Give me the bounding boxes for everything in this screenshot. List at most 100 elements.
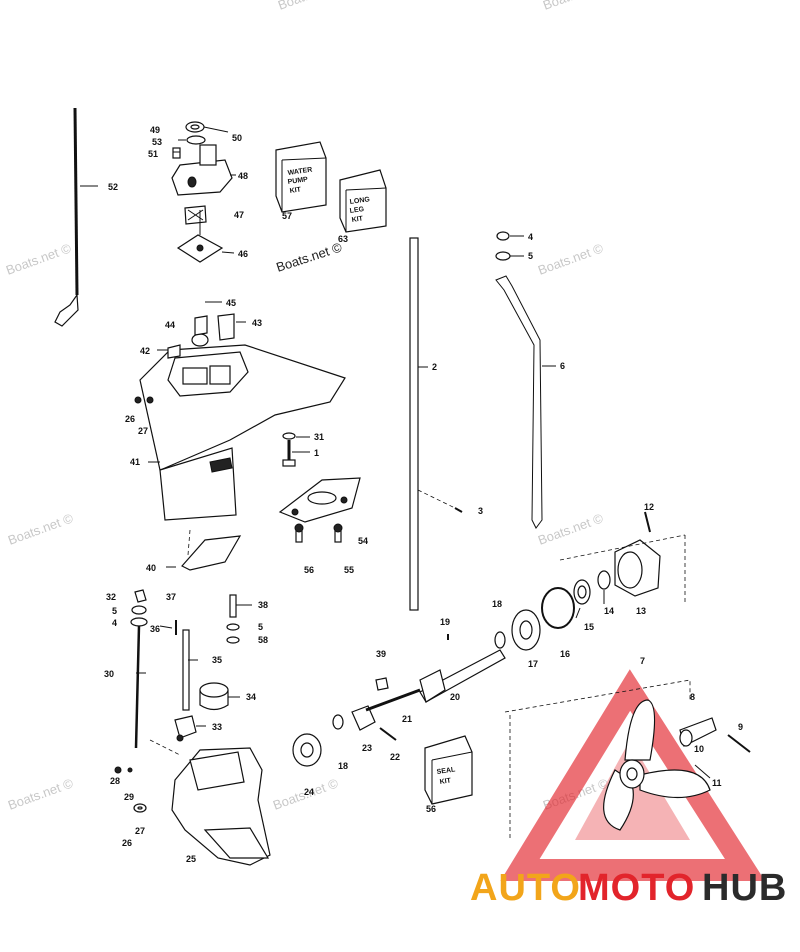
callout-3: 3: [478, 506, 483, 516]
callout-38: 38: [258, 600, 268, 610]
callout-18a: 18: [492, 599, 502, 609]
callout-37: 37: [166, 592, 176, 602]
kit-line: KIT: [439, 777, 452, 786]
kit-line: PUMP: [287, 176, 308, 186]
callout-53: 53: [152, 137, 162, 147]
callout-14: 14: [604, 606, 614, 616]
kit-line: KIT: [351, 215, 364, 224]
callout-10: 10: [694, 744, 704, 754]
watermark: Boats.net ©: [6, 775, 76, 813]
callout-21: 21: [402, 714, 412, 724]
watermark: Boats.net ©: [536, 510, 606, 548]
callout-26a: 26: [125, 414, 135, 424]
kit-box-water-pump: WATER PUMP KIT: [275, 141, 327, 213]
part-drive-shaft: [409, 237, 463, 611]
part-gear-train: [292, 677, 421, 767]
callout-33: 33: [212, 722, 222, 732]
part-gasket: [181, 529, 242, 571]
callout-5c: 5: [258, 622, 263, 632]
watermark: Boats.net ©: [276, 0, 346, 13]
callout-27b: 27: [135, 826, 145, 836]
kit-box-long-leg: LONG LEG KIT: [339, 169, 387, 233]
callout-46: 46: [238, 249, 248, 259]
kit-line: SEAL: [436, 766, 456, 776]
callout-25: 25: [186, 854, 196, 864]
callout-5b: 5: [112, 606, 117, 616]
watermark: Boats.net ©: [541, 0, 611, 13]
part-propeller: [504, 679, 751, 838]
callout-8: 8: [690, 692, 695, 702]
kit-line: WATER: [287, 167, 312, 177]
part-driveshaft-housing: [134, 313, 346, 521]
kit-line: LONG: [349, 196, 371, 206]
callout-6: 6: [560, 361, 565, 371]
watermark-inline: Boats.net ©: [274, 239, 344, 274]
callout-55: 55: [344, 565, 354, 575]
callout-26b: 26: [122, 838, 132, 848]
callout-41: 41: [130, 457, 140, 467]
callout-57: 57: [282, 211, 292, 221]
part-shift-rod-lower: [495, 231, 543, 529]
callout-24: 24: [304, 787, 314, 797]
callout-39: 39: [376, 649, 386, 659]
part-bolt-38: [226, 594, 240, 644]
callout-7: 7: [640, 656, 645, 666]
watermark: Boats.net ©: [6, 510, 76, 548]
part-gearcase: [114, 747, 271, 866]
callout-47: 47: [234, 210, 244, 220]
callout-56a: 56: [304, 565, 314, 575]
callout-35: 35: [212, 655, 222, 665]
part-bearing-carrier: [541, 511, 686, 629]
callout-23: 23: [362, 743, 372, 753]
callout-32: 32: [106, 592, 116, 602]
callout-45: 45: [226, 298, 236, 308]
callout-29: 29: [124, 792, 134, 802]
callout-36: 36: [150, 624, 160, 634]
part-prop-shaft: [419, 609, 541, 703]
callout-9: 9: [738, 722, 743, 732]
part-shift-linkage: [149, 620, 229, 756]
callout-49: 49: [150, 125, 160, 135]
watermark: Boats.net ©: [536, 240, 606, 278]
callout-43: 43: [252, 318, 262, 328]
logo-hub: HUB: [702, 867, 787, 909]
callout-1: 1: [314, 448, 319, 458]
callout-15: 15: [584, 622, 594, 632]
callout-54: 54: [358, 536, 368, 546]
part-cover-plate: [278, 432, 361, 543]
callout-63: 63: [338, 234, 348, 244]
callout-11: 11: [712, 778, 722, 788]
callout-58: 58: [258, 635, 268, 645]
callout-51: 51: [148, 149, 158, 159]
callout-18b: 18: [338, 761, 348, 771]
callout-34: 34: [246, 692, 256, 702]
callout-22: 22: [390, 752, 400, 762]
watermark: Boats.net ©: [4, 240, 74, 278]
callout-17: 17: [528, 659, 538, 669]
callout-12: 12: [644, 502, 654, 512]
callout-31: 31: [314, 432, 324, 442]
callout-52: 52: [108, 182, 118, 192]
callout-labels: 1 2 3 4 5 6 7 8 9 10 11 12 13 14 15 16 1…: [104, 125, 743, 864]
callout-20: 20: [450, 692, 460, 702]
leader-lines: [136, 126, 605, 727]
part-water-pump: [171, 121, 233, 263]
part-stud-assembly: [130, 589, 148, 749]
logo-auto: AUTO: [470, 867, 581, 909]
callout-4: 4: [528, 232, 533, 242]
callout-48: 48: [238, 171, 248, 181]
callout-19: 19: [440, 617, 450, 627]
callout-40: 40: [146, 563, 156, 573]
callout-2: 2: [432, 362, 437, 372]
callout-4b: 4: [112, 618, 117, 628]
callout-27a: 27: [138, 426, 148, 436]
callout-16: 16: [560, 649, 570, 659]
callout-50: 50: [232, 133, 242, 143]
callout-5: 5: [528, 251, 533, 261]
callout-44: 44: [165, 320, 175, 330]
kit-box-seal: SEAL KIT: [424, 735, 473, 805]
callout-56b: 56: [426, 804, 436, 814]
part-shift-rod: [54, 107, 98, 327]
kit-line: KIT: [289, 186, 302, 195]
